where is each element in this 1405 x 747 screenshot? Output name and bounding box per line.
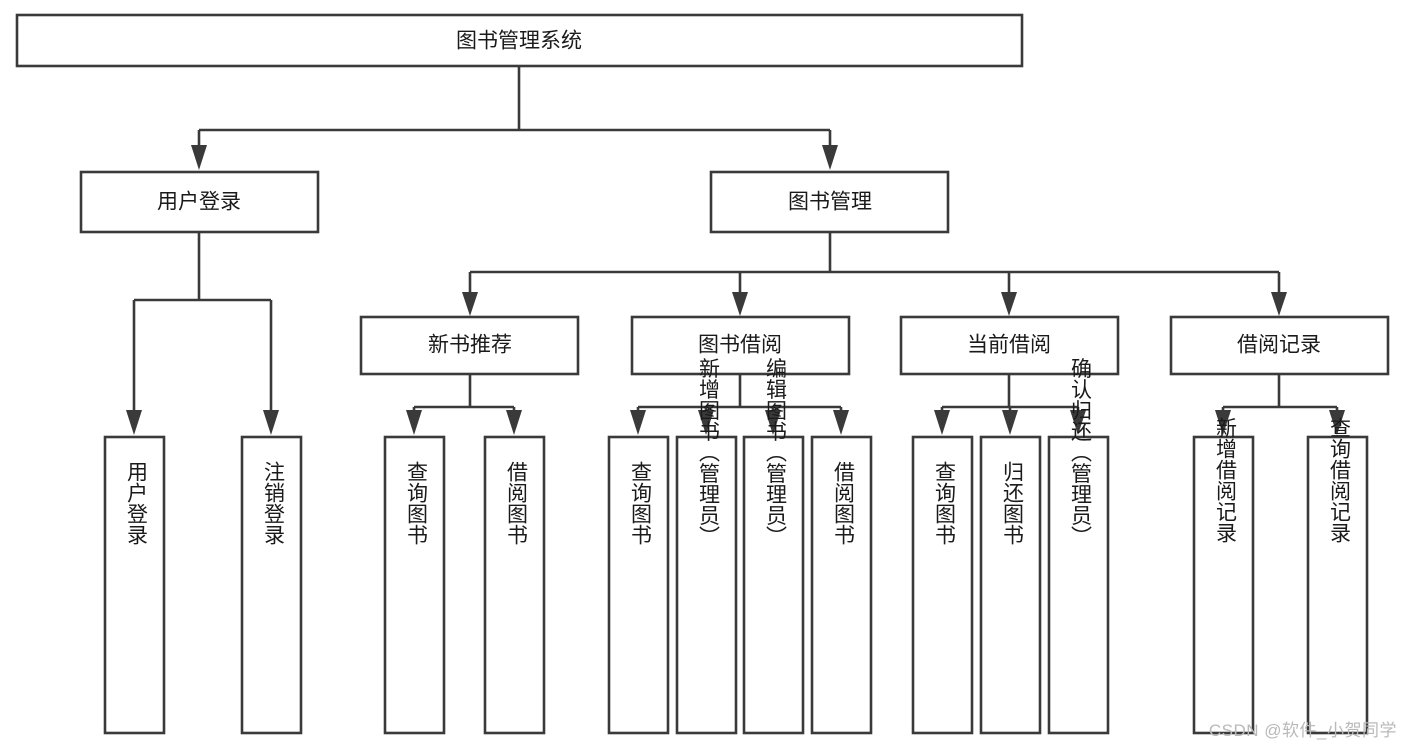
- node-leaf12[interactable]: 新增借阅记录: [1192, 417, 1255, 735]
- node-leaf12-box[interactable]: [1192, 435, 1255, 735]
- connector-newbook-to-leaves: [406, 374, 522, 435]
- csdn-watermark: CSDN @软件_小贺同学: [1208, 721, 1397, 740]
- node-leaf4-box[interactable]: [483, 435, 546, 735]
- arrow-head-leaf6: [698, 410, 714, 435]
- node-leaf5-box[interactable]: [607, 435, 670, 735]
- arrow-head-login: [191, 145, 207, 170]
- node-borrow-label: 图书借阅: [698, 334, 782, 357]
- node-leaf11-label: 确认归还（管理员）: [1068, 358, 1092, 547]
- node-bookmgmt[interactable]: 图书管理: [709, 170, 950, 234]
- node-newbook-box[interactable]: [359, 315, 580, 376]
- arrow-head-leaf12: [1215, 410, 1231, 435]
- node-root[interactable]: 图书管理系统: [15, 13, 1024, 68]
- node-login-label: 用户登录: [157, 191, 241, 214]
- node-leaf9-label: 查询图书: [932, 461, 956, 545]
- node-leaf1[interactable]: 用户登录: [103, 435, 166, 735]
- node-records[interactable]: 借阅记录: [1169, 315, 1390, 376]
- node-leaf4-label: 借阅图书: [504, 461, 528, 545]
- node-bookmgmt-box[interactable]: [709, 170, 950, 234]
- connector-login-to-leaves: [126, 232, 279, 435]
- connector-current-to-leaves: [934, 374, 1086, 435]
- node-login-box[interactable]: [79, 170, 320, 234]
- node-leaf6-box[interactable]: [675, 435, 738, 735]
- node-leaf12-label: 新增借阅记录: [1213, 417, 1237, 543]
- node-leaf8-label: 借阅图书: [831, 461, 855, 545]
- node-newbook-label: 新书推荐: [428, 334, 512, 357]
- node-leaf3-label: 查询图书: [404, 461, 428, 545]
- arrow-head-current: [1001, 292, 1017, 316]
- node-leaf9-box[interactable]: [911, 435, 974, 735]
- arrow-head-leaf11: [1070, 410, 1086, 435]
- node-login[interactable]: 用户登录: [79, 170, 320, 234]
- node-leaf2[interactable]: 注销登录: [240, 435, 303, 735]
- node-leaf1-label: 用户登录: [124, 461, 148, 545]
- node-leaf3[interactable]: 查询图书: [383, 435, 446, 735]
- node-leaf2-label: 注销登录: [261, 461, 285, 545]
- node-records-box[interactable]: [1169, 315, 1390, 376]
- node-borrow-box[interactable]: [630, 315, 851, 376]
- node-leaf9[interactable]: 查询图书: [911, 435, 974, 735]
- arrow-head-leaf7: [765, 410, 781, 435]
- arrow-head-leaf1: [126, 410, 142, 435]
- arrow-head-newbook: [462, 292, 478, 316]
- node-current-box[interactable]: [899, 315, 1120, 376]
- node-leaf5[interactable]: 查询图书: [607, 435, 670, 735]
- node-leaf7-label: 编辑图书（管理员）: [763, 358, 787, 547]
- node-leaf13-box[interactable]: [1306, 435, 1369, 735]
- node-leaf10-box[interactable]: [979, 435, 1042, 735]
- arrow-head-leaf5: [630, 410, 646, 435]
- connector-bookmgmt-to-level3: [462, 232, 1287, 316]
- arrow-head-leaf3: [406, 410, 422, 435]
- node-borrow[interactable]: 图书借阅: [630, 315, 851, 376]
- node-leaf5-label: 查询图书: [628, 461, 652, 545]
- arrow-head-borrow: [732, 292, 748, 316]
- node-leaf8-box[interactable]: [810, 435, 873, 735]
- arrow-head-leaf13: [1329, 410, 1345, 435]
- node-leaf11[interactable]: 确认归还（管理员）: [1047, 358, 1110, 735]
- node-current-label: 当前借阅: [967, 334, 1051, 357]
- node-leaf10[interactable]: 归还图书: [979, 435, 1042, 735]
- node-newbook[interactable]: 新书推荐: [359, 315, 580, 376]
- node-leaf7-box[interactable]: [742, 435, 805, 735]
- node-bookmgmt-label: 图书管理: [788, 191, 872, 214]
- node-leaf10-label: 归还图书: [1000, 461, 1024, 545]
- connector-borrow-to-leaves: [630, 374, 849, 435]
- node-leaf6-label: 新增图书（管理员）: [696, 358, 720, 547]
- node-leaf2-box[interactable]: [240, 435, 303, 735]
- node-leaf13[interactable]: 查询借阅记录: [1306, 417, 1369, 735]
- node-leaf1-box[interactable]: [103, 435, 166, 735]
- node-leaf8[interactable]: 借阅图书: [810, 435, 873, 735]
- arrow-head-leaf2: [263, 410, 279, 435]
- node-root-box[interactable]: [15, 13, 1024, 68]
- arrow-head-leaf4: [506, 410, 522, 435]
- node-current[interactable]: 当前借阅: [899, 315, 1120, 376]
- connector-records-to-leaves: [1215, 374, 1345, 435]
- arrow-head-leaf9: [934, 410, 950, 435]
- arrow-head-leaf10: [1002, 410, 1018, 435]
- node-leaf13-label: 查询借阅记录: [1327, 417, 1351, 543]
- node-leaf3-box[interactable]: [383, 435, 446, 735]
- node-leaf11-box[interactable]: [1047, 435, 1110, 735]
- connector-root-to-level2: [191, 66, 838, 170]
- arrow-head-bookmgmt: [822, 145, 838, 170]
- node-leaf7[interactable]: 编辑图书（管理员）: [742, 358, 805, 735]
- arrow-head-leaf8: [833, 410, 849, 435]
- node-leaf4[interactable]: 借阅图书: [483, 435, 546, 735]
- arrow-head-records: [1271, 292, 1287, 316]
- node-records-label: 借阅记录: [1237, 334, 1321, 357]
- node-leaf6[interactable]: 新增图书（管理员）: [675, 358, 738, 735]
- node-root-label: 图书管理系统: [456, 30, 582, 53]
